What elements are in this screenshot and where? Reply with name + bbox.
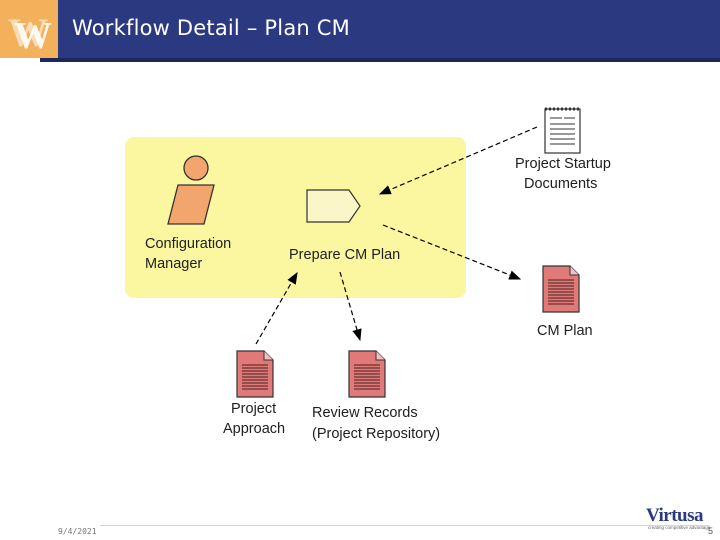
review-label-line2: (Project Repository): [312, 426, 441, 442]
startup-label-line1: Project Startup: [515, 156, 611, 172]
brand-tagline: creating competitive advantage: [648, 525, 711, 530]
worker-label-line1: Configuration: [145, 236, 232, 252]
slide-header: [0, 0, 720, 58]
review-records-artifact-icon: [348, 350, 386, 398]
arrow-activity-to-review: [339, 271, 362, 342]
worker-label-line2: Manager: [145, 256, 203, 272]
approach-label-line1: Project: [231, 401, 277, 417]
page-title: Workflow Detail – Plan CM: [72, 16, 350, 40]
w-logo-icon: W W: [8, 10, 52, 57]
review-label-line1: Review Records: [312, 405, 418, 421]
cm-plan-label: CM Plan: [537, 323, 593, 339]
activity-label: Prepare CM Plan: [289, 247, 401, 263]
configuration-manager-icon: [167, 155, 215, 225]
approach-label-line2: Approach: [223, 421, 286, 437]
footer-rule: [100, 525, 710, 526]
footer-date: 9/4/2021: [58, 527, 97, 536]
startup-label-line2: Documents: [524, 176, 598, 192]
project-approach-artifact-icon: [236, 350, 274, 398]
prepare-cm-plan-activity-icon: [306, 189, 361, 223]
brand-logo: Virtusa: [646, 505, 704, 526]
logo: W W: [0, 0, 58, 58]
header-rule: [40, 58, 720, 62]
arrow-activity-to-cm-plan: [382, 224, 522, 280]
svg-text:W: W: [8, 10, 48, 55]
worker-swimlane: [125, 137, 466, 298]
arrow-approach-to-activity: [255, 271, 298, 345]
arrow-startup-to-activity: [378, 126, 538, 195]
svg-text:W: W: [14, 15, 52, 57]
page-number: 5: [708, 526, 714, 536]
project-startup-documents-icon: [544, 107, 581, 154]
cm-plan-artifact-icon: [542, 265, 580, 313]
